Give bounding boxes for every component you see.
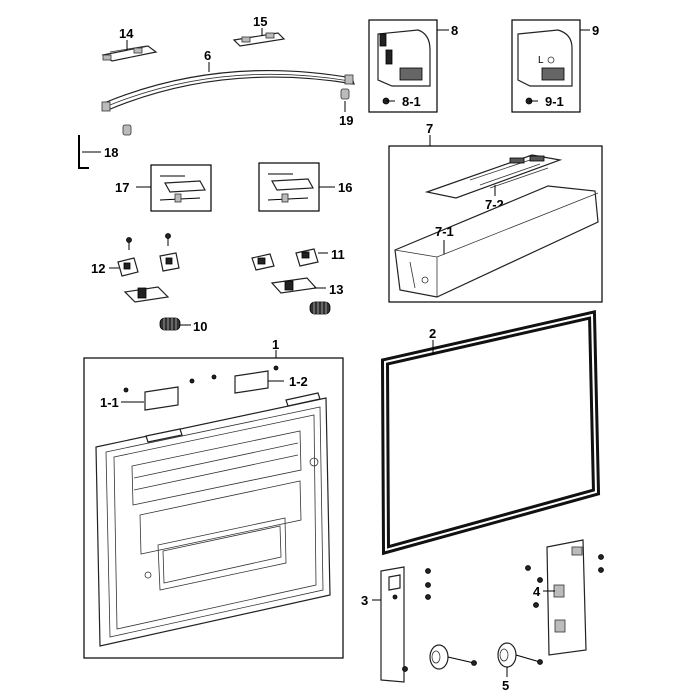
- label-17: 17: [115, 180, 129, 195]
- label-1-1: 1-1: [100, 395, 119, 410]
- label-16: 16: [338, 180, 352, 195]
- part-7-2-shelf-cover: [424, 154, 563, 199]
- part-4-bracket: [525, 539, 604, 656]
- label-12: 12: [91, 261, 105, 276]
- cover-mark: L: [538, 55, 544, 66]
- part-14-bracket: [101, 45, 158, 62]
- label-5: 5: [502, 678, 509, 693]
- part-19-screw: [340, 88, 350, 100]
- part-17-hinge-kit: [159, 175, 206, 203]
- label-14: 14: [119, 26, 134, 41]
- part-16-hinge-kit: [267, 173, 314, 203]
- label-19: 19: [339, 113, 353, 128]
- label-10: 10: [193, 319, 207, 334]
- label-8-1: 8-1: [402, 94, 421, 109]
- label-1-2: 1-2: [289, 374, 308, 389]
- part-3-bracket: [380, 566, 431, 683]
- label-9-1: 9-1: [545, 94, 564, 109]
- part-11-block: [295, 248, 319, 267]
- part-13-hinge-plate: [270, 277, 318, 294]
- label-8: 8: [451, 23, 458, 38]
- part-block-right: [251, 253, 275, 271]
- part-screw-a: [126, 237, 132, 250]
- label-6: 6: [204, 48, 211, 63]
- part-spring-right: [309, 301, 331, 315]
- part-hinge-plate-left: [123, 286, 170, 303]
- part-screw-b: [165, 233, 171, 246]
- part-6-handle: [101, 70, 355, 112]
- part-18-hex-key: [78, 135, 89, 169]
- label-13: 13: [329, 282, 343, 297]
- part-5-roller-left: [429, 644, 477, 670]
- part-9-1-screw: [525, 97, 538, 105]
- part-8-cover: [377, 29, 431, 87]
- part-2-gasket: [380, 310, 601, 556]
- label-1: 1: [272, 337, 279, 352]
- part-7-1-door-bin: [394, 185, 599, 298]
- part-1-2-bracket: [211, 365, 279, 394]
- label-7: 7: [426, 121, 433, 136]
- part-5-roller-right: [497, 642, 543, 668]
- label-15: 15: [253, 14, 267, 29]
- part-8-1-screw: [382, 97, 395, 105]
- part-1-1-bracket: [123, 378, 195, 411]
- part-1-door-panel: [95, 392, 331, 647]
- part-handle-screw-left: [122, 124, 132, 136]
- part-12-block: [117, 257, 139, 277]
- label-4: 4: [533, 584, 541, 599]
- label-7-1: 7-1: [435, 224, 454, 239]
- label-9: 9: [592, 23, 599, 38]
- part-15-bracket: [232, 32, 286, 47]
- label-18: 18: [104, 145, 118, 160]
- part-block-center: [159, 252, 180, 272]
- part-9-cover: L: [517, 29, 573, 87]
- label-3: 3: [361, 593, 368, 608]
- label-2: 2: [429, 326, 436, 341]
- part-10-spring: [159, 317, 181, 331]
- label-11: 11: [331, 247, 345, 262]
